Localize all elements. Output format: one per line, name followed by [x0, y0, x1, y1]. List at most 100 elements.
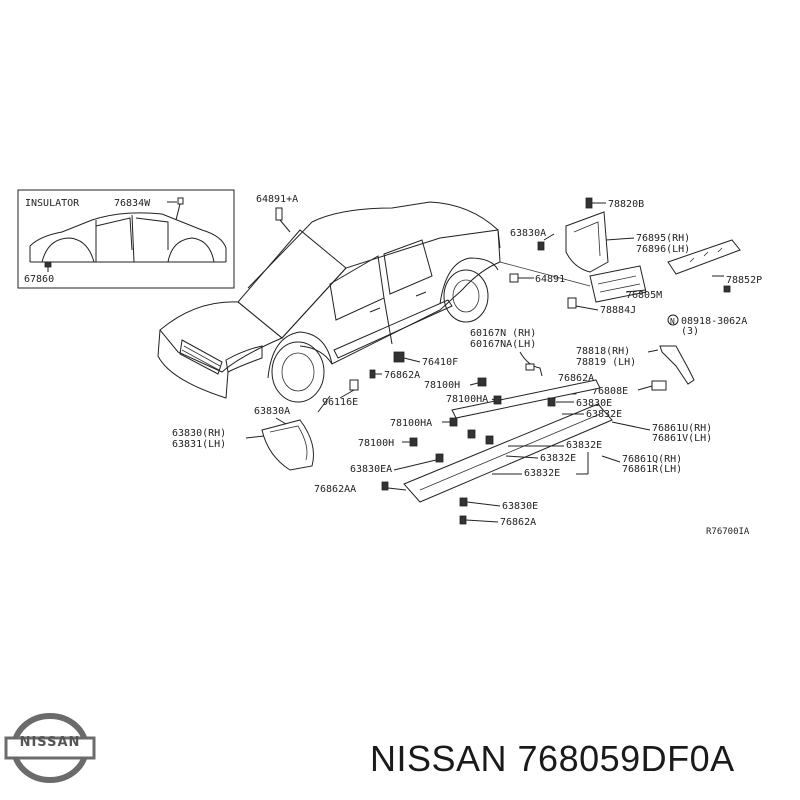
leader-78100ha-1	[491, 398, 495, 401]
car-grille	[179, 339, 223, 375]
grille-slat	[183, 345, 221, 367]
leader-76861u	[611, 421, 651, 431]
label-76862aa: 76862AA	[314, 484, 356, 495]
inset-title: INSULATOR	[25, 198, 80, 209]
clip-sill-b	[485, 435, 494, 445]
rear-wheelarch	[439, 257, 499, 305]
car-headlight	[225, 345, 263, 373]
clip-78884j	[567, 297, 577, 309]
leader-78818	[647, 349, 659, 353]
nissan-logo	[4, 713, 96, 783]
sill-moulding-upper	[451, 379, 601, 419]
car-rear-door-window	[383, 239, 433, 295]
label-63830a-top: 63830A	[510, 228, 546, 239]
leader-63830e-2	[466, 501, 501, 507]
clip-63830a	[537, 241, 545, 251]
label-63830e-2: 63830E	[502, 501, 538, 512]
exploded-parts-diagram: INSULATOR 76834W 67860	[17, 189, 762, 537]
clip-96116e	[349, 379, 359, 391]
screw-76862aa	[381, 481, 389, 491]
clip-78100h-1	[477, 377, 487, 387]
clip-63830e-1	[547, 397, 556, 407]
label-63831-lh: 63831(LH)	[172, 439, 226, 450]
label-63832e-4: 63832E	[524, 468, 560, 479]
inset-arrow	[175, 203, 181, 221]
front-mudguard-detail	[269, 425, 308, 461]
inset-bottom-label: 67860	[24, 274, 54, 285]
leader-63830ea	[393, 459, 437, 471]
bracket-slots	[689, 247, 723, 263]
part-76805m	[589, 265, 647, 303]
front-parts: 64891+A 63830A 63830(RH) 63831(LH) 96116…	[172, 194, 695, 471]
label-63830e-1: 63830E	[576, 398, 612, 409]
car-sill-moulding	[333, 299, 453, 359]
label-78819: 78819 (LH)	[576, 357, 636, 368]
label-63830a-mid: 63830A	[254, 406, 290, 417]
leader-76805m	[625, 289, 647, 293]
leader-78100h-1	[469, 382, 479, 386]
clip-78100h-2	[409, 437, 418, 447]
clip-64891a	[275, 207, 283, 221]
bracket-78818	[659, 345, 695, 385]
label-76861u: 76861U(RH)	[652, 423, 712, 434]
insulator-clip	[177, 197, 184, 205]
label-63832e-2: 63832E	[566, 440, 602, 451]
inset-b-pillar	[131, 214, 135, 263]
leader-76808e	[637, 385, 653, 391]
leader-78884j	[575, 305, 599, 311]
label-60167na: 60167NA(LH)	[470, 339, 536, 350]
rear-mudguard-76895	[565, 211, 609, 273]
insulator-67860-part	[44, 261, 52, 268]
label-78100h-2: 78100H	[358, 438, 394, 449]
clip-64891	[509, 273, 519, 283]
label-76862a-2: 76862A	[558, 373, 594, 384]
rear-door-handle	[415, 291, 427, 297]
part-76805m-detail	[597, 275, 641, 293]
sill-moulding-assembly: 78100H 78100HA 63830E 63832E 78100HA 768…	[314, 377, 712, 528]
label-76895: 76895(RH)	[636, 233, 690, 244]
leader-63830	[245, 435, 265, 439]
label-78100ha-2: 78100HA	[390, 418, 432, 429]
leader-63830a-top	[543, 233, 555, 241]
leader-63830a-mid	[275, 417, 287, 425]
diagram-reference: R76700IA	[706, 527, 750, 537]
leader-64891a	[279, 219, 291, 233]
clip-76808e	[651, 380, 667, 391]
nut-symbol-circle	[667, 314, 679, 326]
label-76808e: 76808E	[592, 386, 628, 397]
label-78884j: 78884J	[600, 305, 636, 316]
sill-moulding-line	[419, 413, 601, 491]
label-76410f: 76410F	[422, 357, 458, 368]
inset-car-profile	[29, 212, 227, 262]
label-63830ea: 63830EA	[350, 464, 392, 475]
label-76861r: 76861R(LH)	[622, 464, 682, 475]
leader-76410f	[403, 357, 421, 363]
screw-76862a-1	[369, 369, 376, 379]
front-wheel	[271, 341, 325, 403]
leader-76895	[605, 237, 635, 241]
inset-front-window	[95, 217, 133, 251]
inset-part-label: 76834W	[114, 198, 151, 209]
car-front-door-window	[329, 255, 385, 321]
leader-arrow-64891	[499, 261, 591, 287]
inset-front-wheelarch	[41, 237, 95, 263]
clip-60167n-body	[525, 363, 535, 371]
label-63830-rh: 63830(RH)	[172, 428, 226, 439]
label-08918-qty: (3)	[681, 326, 699, 337]
leader-76862a-3	[465, 519, 499, 523]
label-78820b: 78820B	[608, 199, 644, 210]
inset-frame	[17, 189, 235, 289]
product-part-number: NISSAN 768059DF0A	[370, 738, 735, 779]
car-side-body	[281, 229, 501, 365]
leader-76862aa	[387, 487, 407, 491]
label-76896: 76896(LH)	[636, 244, 690, 255]
label-60167n: 60167N (RH)	[470, 328, 536, 339]
front-mudguard-63830	[261, 419, 314, 471]
inset-rear-window	[135, 217, 169, 250]
nut-08918	[723, 285, 731, 293]
clip-78100ha-2	[449, 417, 458, 427]
screw-76862a-3	[459, 515, 467, 525]
insulator-inset: INSULATOR 76834W 67860	[17, 189, 235, 289]
label-64891: 64891	[535, 274, 565, 285]
